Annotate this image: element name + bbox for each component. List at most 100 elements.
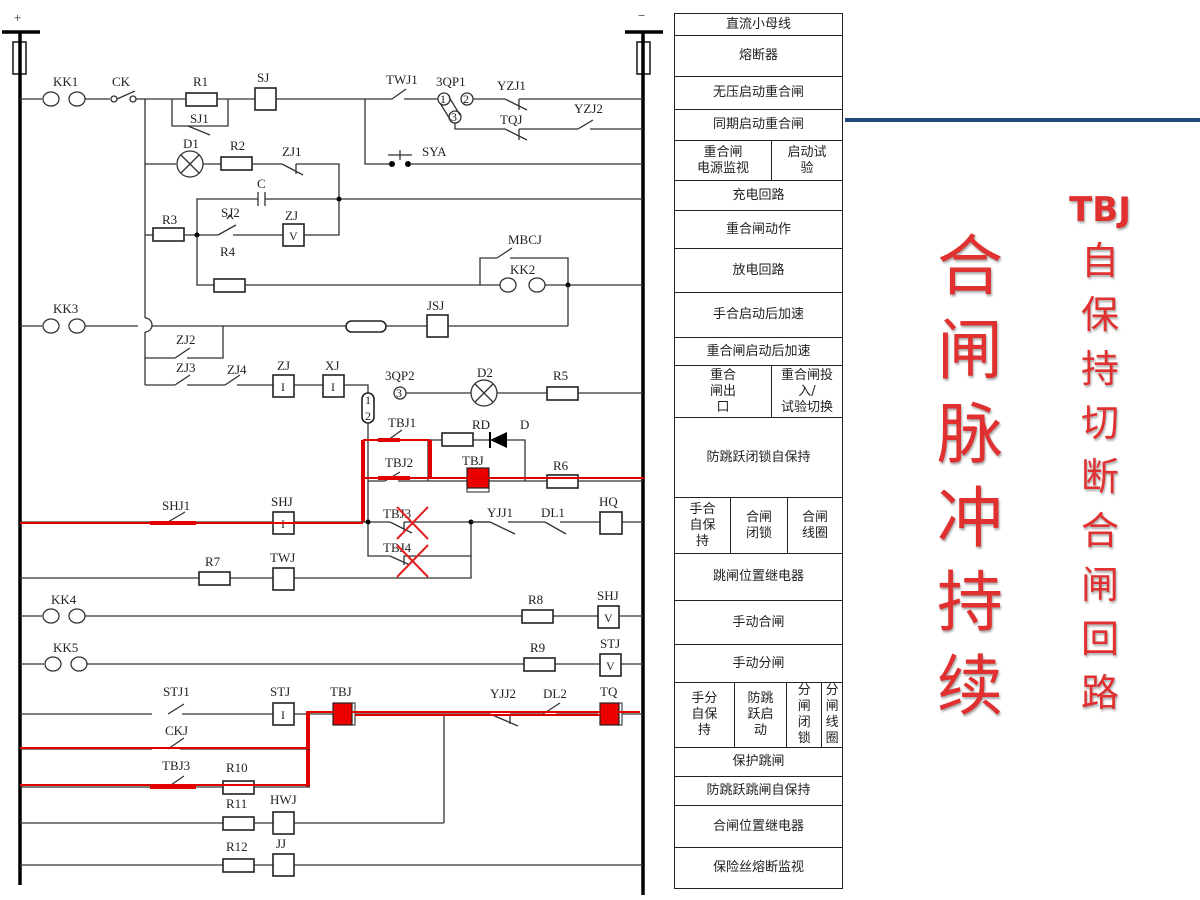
label-r11: R11 (226, 796, 247, 811)
rung-reclose-output: ZJ2 ZJ3 ZJ4 I ZJ I XJ 1 2 3 3QP2 D2 R5 (145, 326, 643, 440)
label-zj-current: ZJ (277, 358, 290, 373)
label-tbj1: TBJ1 (388, 415, 416, 430)
title-char: 续 (937, 648, 1003, 725)
relay-xj (322, 374, 345, 398)
kk4-contact-right (68, 608, 86, 624)
relay-tbj-trip (332, 702, 353, 726)
label-tqj: TQJ (500, 112, 522, 127)
label-ckj: CKJ (165, 723, 188, 738)
label-r2: R2 (230, 138, 245, 153)
tqj-contact (504, 128, 528, 141)
rung-anti-pump-trip-hold: TBJ3 R10 (20, 758, 310, 795)
wire-crossover (144, 317, 153, 333)
3qp2-term1-label: 1 (365, 393, 371, 407)
label-sya: SYA (422, 144, 447, 159)
label-hq: HQ (599, 494, 618, 509)
subtitle-char: 持 (1080, 347, 1119, 391)
label-kk3: KK3 (53, 301, 78, 316)
rung-anti-pump: TBJ1 RD D TBJ2 TBJ R6 (361, 415, 645, 522)
legend-cell: 重合闸 电源监视 (675, 141, 772, 180)
closing-coil-hq (599, 511, 623, 535)
label-sj2: SJ2 (221, 205, 240, 220)
rung-charging: C R3 SJ2 V ZJ R4 (145, 176, 643, 293)
label-stj: STJ (270, 684, 290, 699)
tbj3-contact (389, 521, 413, 534)
legend-row: 手分 自保 持防跳 跃启 动分 闸 闭 锁分 闸 线 圈 (675, 683, 842, 748)
tbj4-contact (389, 555, 411, 566)
kk1-contact-left (42, 91, 60, 107)
legend-cell: 重合闸投入/ 试验切换 (780, 367, 833, 415)
label-r1: R1 (193, 74, 208, 89)
label-3qp1: 3QP1 (436, 74, 466, 89)
rung-discharge: MBCJ KK2 (479, 232, 643, 326)
relay-jj (272, 853, 295, 877)
3qp1-term3-label: 3 (451, 110, 457, 124)
kk1-contact-right (68, 91, 86, 107)
label-ck: CK (112, 74, 131, 89)
legend-cell: 手合 自保 持 (675, 498, 731, 553)
function-legend-table: 直流小母线熔断器无压启动重合闸同期启动重合闸重合闸 电源监视启动试 验充电回路重… (674, 13, 843, 889)
subtitle-char: 闸 (1080, 563, 1119, 607)
label-c: C (257, 176, 266, 191)
legend-row: 防跳跃跳闸自保持 (675, 777, 842, 806)
legend-row: 防跳跃闭锁自保持 (675, 418, 842, 498)
legend-cell: 手分 自保 持 (675, 683, 735, 747)
legend-row: 熔断器 (675, 36, 842, 77)
sj2-contact (217, 224, 237, 236)
legend-cell: 合闸 线圈 (801, 509, 828, 541)
label-kk1: KK1 (53, 74, 78, 89)
label-d2: D2 (477, 365, 493, 380)
resistor-r7 (198, 571, 231, 586)
legend-row: 重合闸启动后加速 (675, 338, 842, 366)
rung-fuse-monitor: R12 JJ (20, 836, 643, 877)
kk3-contact-left (42, 318, 60, 334)
legend-row: 重合闸动作 (675, 211, 842, 249)
legend-row: 保险丝熔断监视 (712, 860, 804, 875)
legend-row: 重合 闸出 口重合闸投入/ 试验切换 (675, 366, 842, 418)
rung-trip-position: R7 TWJ (20, 550, 472, 591)
label-stj1: STJ1 (163, 684, 190, 699)
rung-manual-close: SHJ1 I SHJ TBJ3 TBJ4 YJJ1 DL1 (20, 494, 643, 578)
3qp1-term1-label: 1 (440, 92, 446, 106)
legend-cell: 分 闸 线 圈 (825, 683, 839, 746)
resistor-r6 (546, 474, 579, 489)
tbj4-cross-mark (396, 544, 429, 578)
resistor-r12 (222, 858, 255, 873)
subtitle-char: 切 (1080, 401, 1119, 445)
legend-row: 保护跳闸 (675, 748, 842, 777)
label-tbj-trip: TBJ (330, 684, 352, 699)
rung-manual-close-switch: KK4 R8 V SHJ (20, 588, 643, 629)
yzj2-contact (577, 119, 594, 130)
title-char: 脉 (937, 396, 1003, 473)
resistor-r2 (220, 156, 253, 171)
legend-cell: 重合 闸出 口 (675, 366, 772, 417)
legend-cell: 启动试 验 (787, 144, 827, 176)
label-r4: R4 (220, 244, 236, 259)
label-dl1: DL1 (541, 505, 565, 520)
label-jsj: JSJ (427, 298, 444, 313)
3qp1-term2-label: 2 (463, 92, 469, 106)
label-rd: RD (472, 417, 490, 432)
relay-zj-current (272, 374, 295, 398)
label-mbcj: MBCJ (508, 232, 542, 247)
zj-i-symbol: I (281, 380, 285, 394)
title-close-pulse-continues: 合闸脉冲持续 (920, 225, 1020, 729)
label-zj1: ZJ1 (282, 144, 302, 159)
label-r10: R10 (226, 760, 248, 775)
label-twj1: TWJ1 (386, 72, 418, 87)
mbcj-contact (496, 247, 513, 259)
label-kk4: KK4 (51, 592, 77, 607)
label-dl2: DL2 (543, 686, 567, 701)
ck-pin-a (110, 95, 118, 103)
label-d1: D1 (183, 136, 199, 151)
rung-trip: STJ1 I STJ TBJ YJJ2 DL2 TQ (20, 684, 643, 823)
relay-jsj (426, 314, 449, 338)
label-jj: JJ (276, 836, 286, 851)
relay-shj-voltage (597, 605, 620, 629)
subtitle-char: 合 (1080, 509, 1119, 553)
zj3-contact (174, 374, 191, 386)
label-r3: R3 (162, 212, 177, 227)
header-divider-rule (845, 118, 1200, 122)
positive-bus-label: + (14, 10, 21, 25)
label-tbj4: TBJ4 (383, 540, 412, 555)
